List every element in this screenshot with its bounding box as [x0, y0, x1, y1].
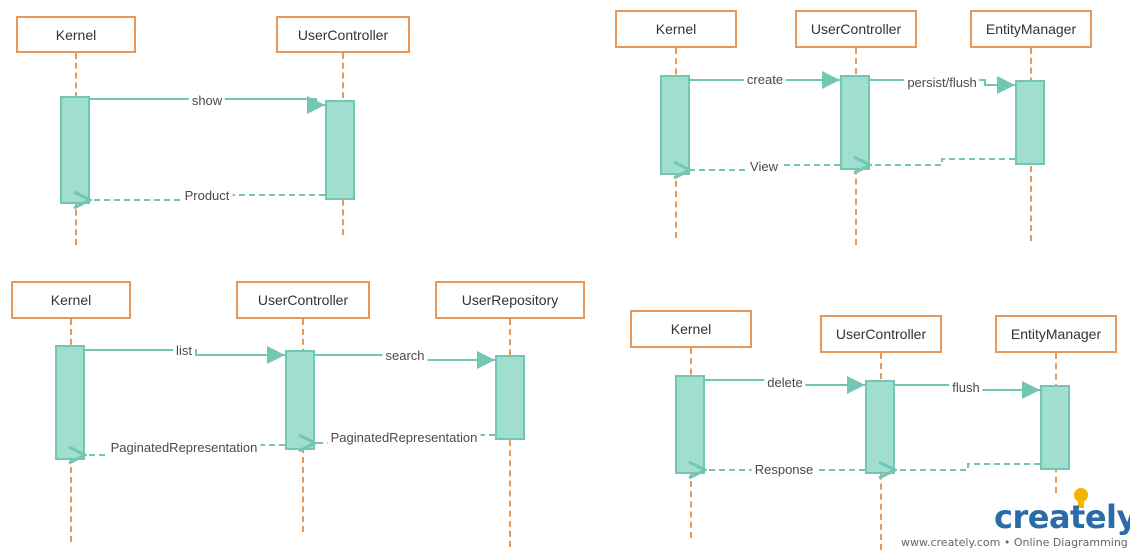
message-label-search: search: [382, 348, 428, 364]
participant-kernel: Kernel: [630, 310, 752, 348]
message-label-persist-flush: persist/flush: [904, 75, 980, 91]
participant-label: UserRepository: [461, 292, 559, 308]
message-label-create: create: [743, 72, 787, 88]
bulb-icon: [1074, 488, 1088, 502]
participant-entitymanager: EntityManager: [970, 10, 1092, 48]
return-arrow-entitymanager: [870, 159, 1015, 165]
message-label-product: Product: [181, 188, 233, 204]
participant-kernel: Kernel: [615, 10, 737, 48]
participant-usercontroller: UserController: [795, 10, 917, 48]
participant-label: UserController: [810, 21, 902, 37]
activation-bar: [1040, 385, 1070, 470]
return-arrow-product: [90, 195, 325, 200]
participant-label: Kernel: [670, 321, 712, 337]
activation-bar: [325, 100, 355, 200]
call-arrow-list: [85, 346, 285, 364]
participant-label: Kernel: [55, 26, 97, 43]
participant-kernel: Kernel: [11, 281, 131, 319]
activation-bar: [55, 345, 85, 460]
participant-usercontroller: UserController: [276, 16, 410, 53]
activation-bar: [840, 75, 870, 170]
participant-label: UserController: [297, 26, 389, 43]
message-label-response: Response: [751, 462, 817, 478]
creately-logo: creately: [994, 498, 1130, 536]
activation-bar: [285, 350, 315, 450]
participant-usercontroller: UserController: [820, 315, 942, 353]
message-label-flush: flush: [949, 380, 983, 396]
participant-entitymanager: EntityManager: [995, 315, 1117, 353]
message-label-show: show: [188, 93, 226, 109]
bulb-base-icon: [1078, 500, 1084, 508]
message-label-delete: delete: [764, 375, 806, 391]
participant-label: UserController: [835, 326, 927, 342]
participant-kernel: Kernel: [16, 16, 136, 53]
activation-bar: [1015, 80, 1045, 165]
participant-label: EntityManager: [985, 21, 1077, 37]
message-label-paginated: PaginatedRepresentation: [107, 440, 261, 456]
message-label-list: list: [173, 343, 195, 359]
participant-label: Kernel: [655, 21, 697, 37]
message-label-paginated: PaginatedRepresentation: [327, 430, 481, 446]
participant-usercontroller: UserController: [236, 281, 370, 319]
creately-tagline: www.creately.com • Online Diagramming: [901, 536, 1128, 549]
participant-label: Kernel: [50, 292, 92, 308]
activation-bar: [495, 355, 525, 440]
participant-userrepository: UserRepository: [435, 281, 585, 319]
return-arrow-entitymanager: [895, 464, 1040, 470]
participant-label: EntityManager: [1010, 326, 1102, 342]
participant-label: UserController: [257, 292, 349, 308]
message-label-view: View: [747, 159, 781, 175]
activation-bar: [660, 75, 690, 175]
